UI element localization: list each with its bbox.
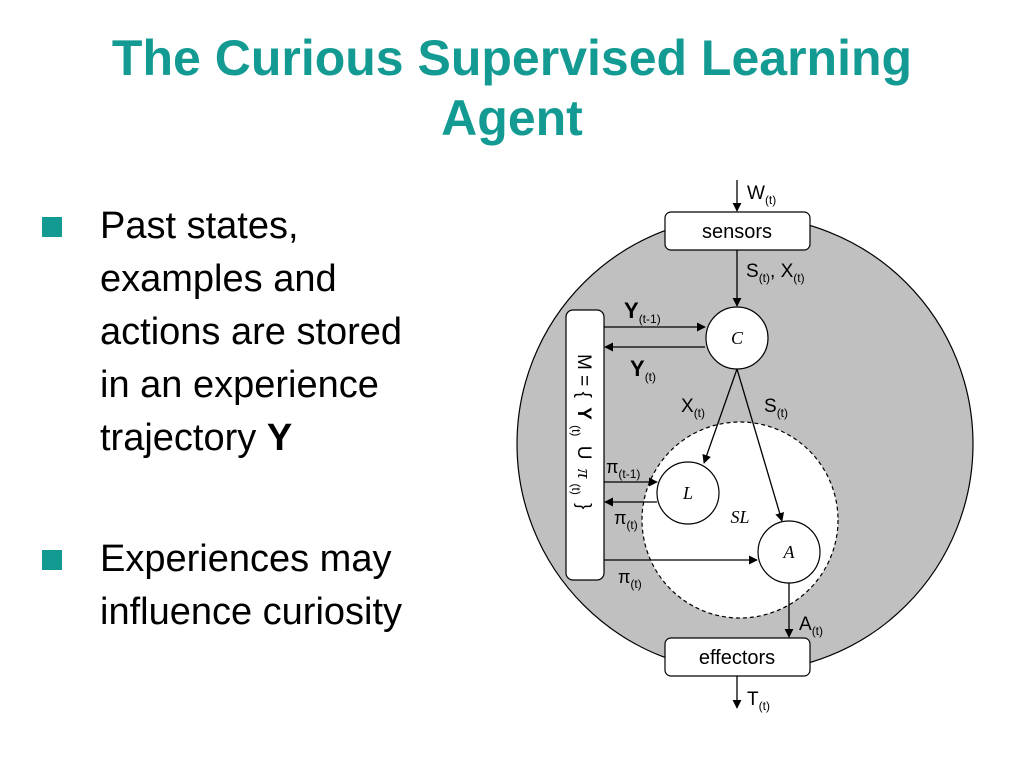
arrow-c-to-a [736,368,785,522]
bullet-line: trajectory [100,417,267,459]
label-t: T(t) [747,689,770,713]
square-bullet-icon [42,550,62,570]
curiosity-node-label: C [731,328,744,348]
square-bullet-icon [42,217,62,237]
label-pi-prev: π(t-1) [606,457,640,481]
sensors-label: sensors [702,221,772,243]
arrow-c-to-l [702,368,738,464]
actor-node-label: A [783,542,796,562]
bullet-line: influence curiosity [100,591,403,633]
label-w: W(t) [747,183,776,207]
label-y-prev: Y(t-1) [624,298,661,326]
title-line-1: The Curious Supervised Learning [111,30,913,86]
effectors-label: effectors [699,647,775,669]
label-s-mid: S(t) [764,396,788,420]
title-line-2: Agent [441,90,583,146]
label-pi-bottom: π(t) [618,567,642,591]
learner-node-label: L [682,483,693,503]
bullet-line: Past states, [100,205,299,247]
bullet-bold-y: Y [266,417,293,459]
slide-title: The Curious Supervised Learning Agent [0,28,1024,148]
bullet-line: in an experience [100,364,379,406]
bullet-list: Past states, examples and actions are st… [40,200,480,639]
label-y-now: Y(t) [630,356,656,384]
label-a: A(t) [799,614,823,638]
label-s-x: S(t), X(t) [746,261,805,285]
label-x-mid: X(t) [681,396,705,420]
memory-box [565,309,605,581]
label-pi-now: π(t) [614,508,638,532]
bullet-item: Experiences may influence curiosity [40,533,480,639]
bullet-line: examples and [100,258,337,300]
memory-label: M = { Y (t) U π (t) } [567,354,594,509]
sl-label: SL [730,507,749,527]
bullet-line: Experiences may [100,538,392,580]
bullet-item: Past states, examples and actions are st… [40,200,480,465]
bullet-line: actions are stored [100,311,403,353]
learner-node [656,461,720,525]
